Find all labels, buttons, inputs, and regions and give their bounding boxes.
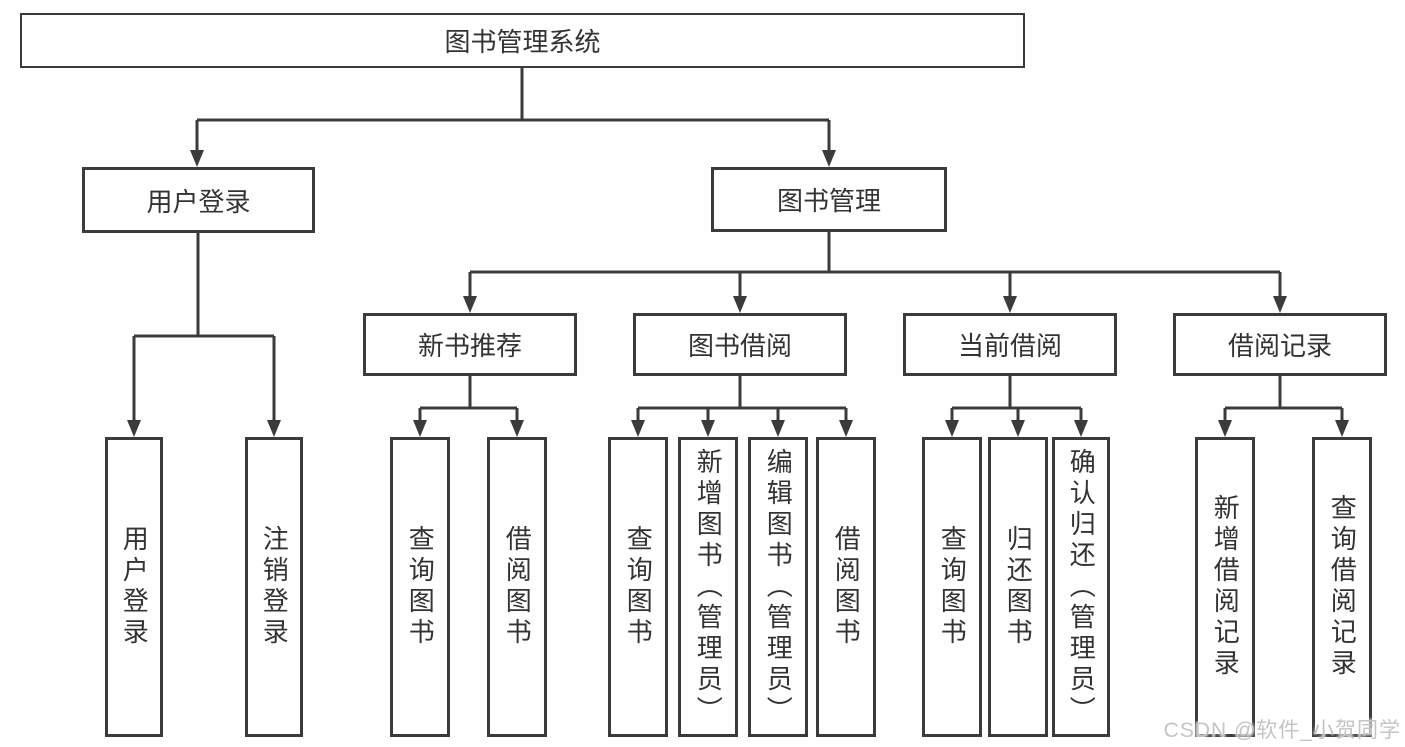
leaf-add-books-admin: 新增图书（管理员） [678,437,738,737]
leaf-confirm-return-admin-label: 确认归还（管理员） [1066,447,1097,727]
leaf-query-books-recommend: 查询图书 [390,437,450,737]
leaf-edit-books-admin-label: 编辑图书（管理员） [763,447,794,727]
leaf-user-login: 用户登录 [105,437,163,737]
leaf-add-borrow-record: 新增借阅记录 [1195,437,1255,737]
leaf-add-books-admin-label: 新增图书（管理员） [693,447,724,727]
leaf-query-books-borrowing-label: 查询图书 [623,525,654,649]
leaf-edit-books-admin: 编辑图书（管理员） [748,437,808,737]
leaf-borrow-books-recommend: 借阅图书 [487,437,547,737]
csdn-watermark: CSDN @软件_小贺同学 [1163,719,1401,742]
leaf-borrow-books-recommend-label: 借阅图书 [502,525,533,649]
leaf-query-books-current: 查询图书 [922,437,982,737]
leaf-query-books-recommend-label: 查询图书 [405,525,436,649]
node-new-book-recommendation: 新书推荐 [363,313,577,376]
leaf-logout-label: 注销登录 [259,525,290,649]
leaf-query-borrow-record-label: 查询借阅记录 [1327,494,1358,680]
leaf-borrow-books-label: 借阅图书 [831,525,862,649]
leaf-confirm-return-admin: 确认归还（管理员） [1052,437,1110,737]
leaf-user-login-label: 用户登录 [119,525,150,649]
leaf-add-borrow-record-label: 新增借阅记录 [1210,494,1241,680]
node-book-borrowing: 图书借阅 [633,313,847,376]
node-current-borrowing: 当前借阅 [903,313,1117,376]
node-library-system: 图书管理系统 [20,13,1025,68]
leaf-return-books-label: 归还图书 [1003,525,1034,649]
leaf-borrow-books: 借阅图书 [816,437,876,737]
leaf-query-books-borrowing: 查询图书 [608,437,668,737]
arrowheads [127,120,1349,437]
leaf-logout: 注销登录 [245,437,303,737]
leaf-query-books-current-label: 查询图书 [937,525,968,649]
node-borrowing-records: 借阅记录 [1173,313,1387,376]
leaf-query-borrow-record: 查询借阅记录 [1312,437,1372,737]
node-book-management: 图书管理 [711,167,947,232]
node-user-login: 用户登录 [82,167,315,233]
leaf-return-books: 归还图书 [988,437,1048,737]
